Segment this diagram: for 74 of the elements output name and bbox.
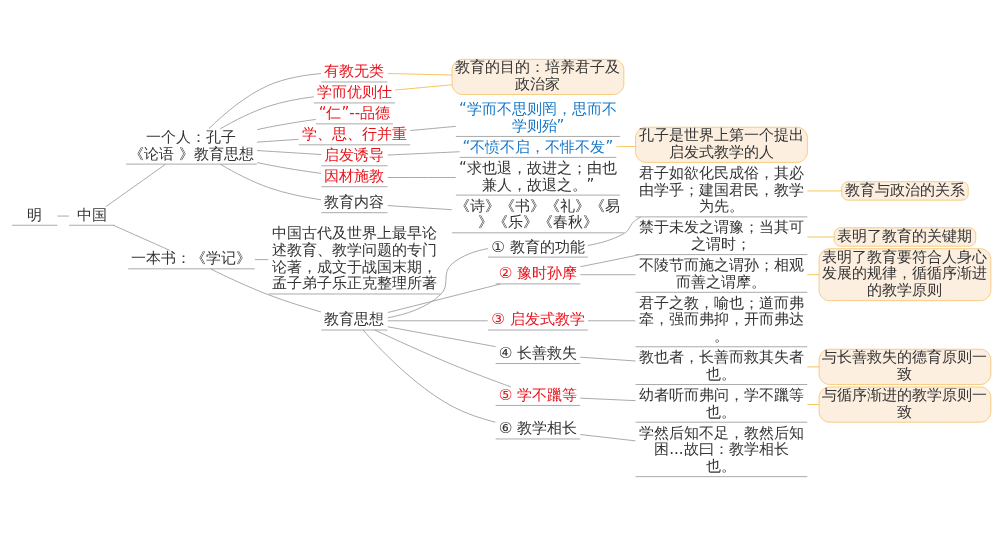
connector xyxy=(256,161,322,174)
connector xyxy=(616,145,636,147)
connector xyxy=(387,319,489,321)
node-box: 教育的目的：培养君子及政治家 xyxy=(451,58,625,95)
connector xyxy=(256,138,299,143)
connector xyxy=(409,125,457,131)
connector xyxy=(806,403,820,405)
connector xyxy=(362,329,496,423)
connector xyxy=(208,72,322,129)
connector xyxy=(105,163,166,207)
connector xyxy=(256,149,322,155)
node-text: 学而优则仕 xyxy=(316,82,392,101)
node-text: 一本书：《学记》 xyxy=(131,248,252,267)
node-text: ③ 启发式教学 xyxy=(491,309,585,328)
node-box: 教育与政治的关系 xyxy=(841,180,969,201)
connector xyxy=(387,150,460,155)
connector xyxy=(387,72,453,75)
node-box: 孔子是世界上第一个提出启发式教学的人 xyxy=(635,126,808,163)
connector xyxy=(387,176,457,178)
connector xyxy=(806,273,820,275)
node-text: 一个人：孔子 《论语 》教育思想 xyxy=(129,127,254,163)
node-box: 与循序渐进的教学原则一致 xyxy=(818,386,992,423)
connector xyxy=(219,95,315,129)
node-text: ① 教育的功能 xyxy=(491,237,585,256)
node-text: “求也退，故进之；由也兼人，故退之。” xyxy=(459,158,617,194)
node-text: 学然后知不足，教然后知困...故曰：教学相长也。 xyxy=(638,423,804,475)
node-text: 因材施教 xyxy=(324,166,385,185)
connector xyxy=(579,433,636,441)
node-text: ⑥ 教学相长 xyxy=(498,418,578,437)
connector xyxy=(219,163,322,200)
node-text: “仁”--品德 xyxy=(318,103,391,122)
connector xyxy=(806,190,843,191)
node-text: 中国古代及世界上最早论述教育、教学问题的专门论著，成文于战国末期，孟子弟子乐正克整理所著 xyxy=(271,223,437,292)
node-text: 教也者，长善而救其失者也。 xyxy=(638,347,804,383)
node-text: 君子如欲化民成俗，其必由学乎；建国君民，教学为先。 xyxy=(638,163,804,215)
connector xyxy=(210,267,322,312)
node-box: 表明了教育要符合人身心发展的规律，循循序渐进的教学原则 xyxy=(818,247,992,301)
node-text: ④ 长善救失 xyxy=(498,343,578,362)
connector xyxy=(112,224,171,251)
node-text: 君子之教，喻也；道而弗牵，强而弗抑，开而弗达。 xyxy=(638,293,804,345)
node-text: 《诗》《书》《礼》《易》《乐》《春秋》 xyxy=(455,196,621,231)
connector xyxy=(387,204,453,210)
connector xyxy=(394,83,453,90)
connector xyxy=(579,397,636,401)
connector xyxy=(57,215,70,216)
connector xyxy=(806,365,820,367)
connector xyxy=(387,247,489,318)
connector xyxy=(387,283,501,313)
node-text: 学、思、行并重 xyxy=(301,124,407,143)
connector xyxy=(587,216,642,246)
node-text: 启发诱导 xyxy=(324,145,385,164)
connector xyxy=(374,329,512,387)
node-text: 幼者听而弗问，学不躐等也。 xyxy=(638,385,804,421)
connector xyxy=(579,253,641,267)
connector xyxy=(256,118,317,130)
node-box: 与长善救失的德育原则一致 xyxy=(818,348,992,385)
node-text: “学而不思则罔，思而不学则殆” xyxy=(459,99,617,135)
connector xyxy=(579,273,636,275)
connector xyxy=(254,258,269,260)
node-text: ② 豫时孙摩 xyxy=(498,263,578,282)
node-text: 明 xyxy=(27,205,43,224)
node-text: “不愤不启，不悱不发” xyxy=(462,137,614,156)
connector xyxy=(387,325,497,347)
node-text: ⑤ 学不躐等 xyxy=(498,385,578,404)
node-text: 有教无类 xyxy=(324,61,385,80)
connector xyxy=(587,319,636,321)
node-text: 不陵节而施之谓孙；相观而善之谓摩。 xyxy=(638,255,804,291)
node-text: 教育思想 xyxy=(324,310,385,327)
connector xyxy=(579,356,636,361)
node-text: 教育内容 xyxy=(324,192,385,211)
node-text: 中国 xyxy=(76,205,107,224)
connector xyxy=(806,236,835,237)
node-text: 禁于未发之谓豫；当其可之谓时； xyxy=(638,217,804,253)
node-box: 表明了教育的关键期 xyxy=(833,226,977,247)
